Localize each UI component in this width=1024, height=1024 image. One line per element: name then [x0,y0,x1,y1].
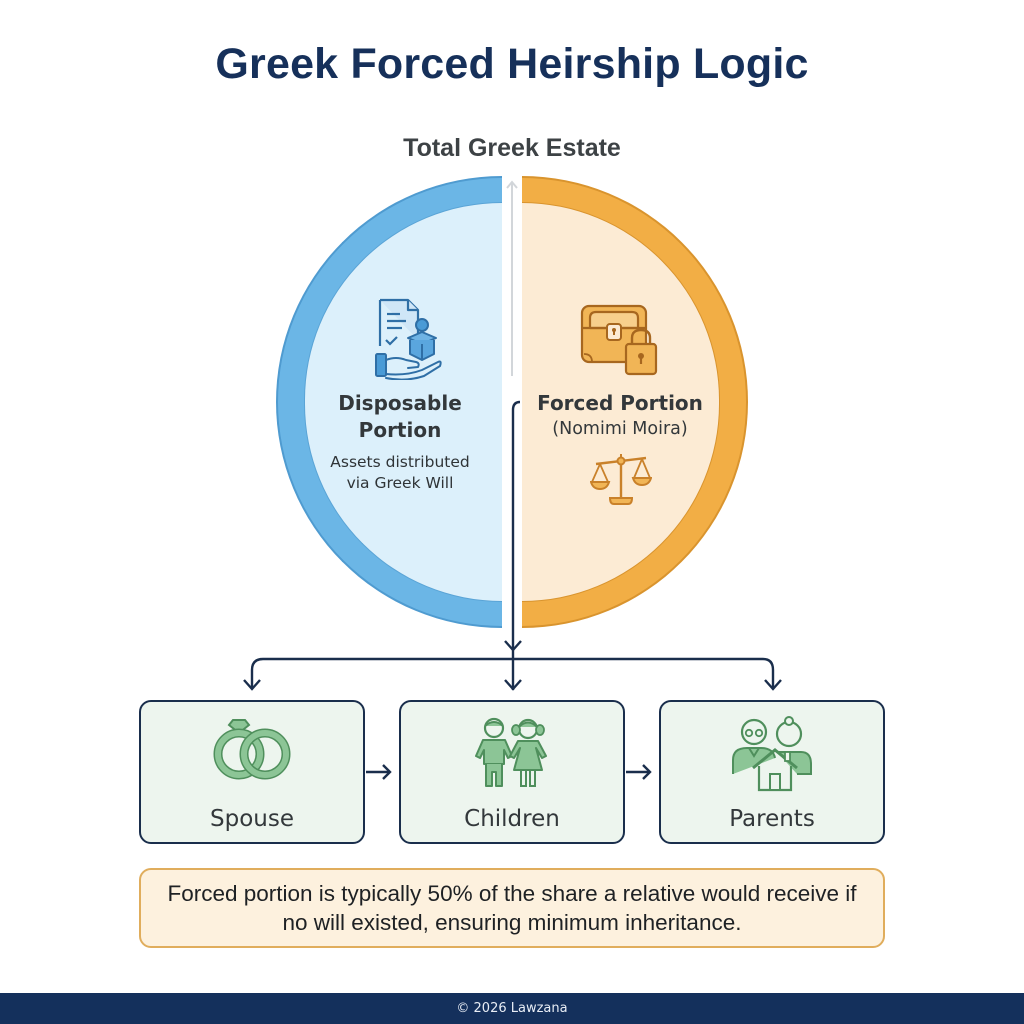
disposable-title-line2: Portion [358,418,442,442]
will-document-gift-hand-icon [375,298,442,380]
disposable-title-line1: Disposable [338,391,462,415]
heir-label-spouse: Spouse [210,806,294,832]
forced-portion-note: Forced portion is typically 50% of the s… [139,868,885,948]
heir-label-children: Children [464,806,560,832]
disposable-desc-line2: via Greek Will [346,474,454,492]
forced-portion-label: Forced Portion (Nomimi Moira) [520,390,720,441]
forced-subtitle: (Nomimi Moira) [552,419,688,439]
locked-chest-icon [580,304,658,376]
forced-title: Forced Portion [537,391,703,415]
disposable-desc-line1: Assets distributed [330,453,470,471]
parents-house-icon [732,716,812,792]
scales-of-justice-icon [590,454,652,505]
disposable-portion-label: Disposable Portion Assets distributed vi… [300,390,500,494]
heir-box-spouse: Spouse [139,700,365,844]
estate-subtitle: Total Greek Estate [403,134,621,162]
divider-up-arrow-icon [506,180,518,376]
page-title: Greek Forced Heirship Logic [215,40,809,88]
footer-copyright: © 2026 Lawzana [456,1001,568,1016]
footer: © 2026 Lawzana [0,993,1024,1024]
heir-label-parents: Parents [729,806,815,832]
heir-box-parents: Parents [659,700,885,844]
heir-box-children: Children [399,700,625,844]
wedding-rings-icon [213,719,291,780]
children-icon [475,717,547,787]
